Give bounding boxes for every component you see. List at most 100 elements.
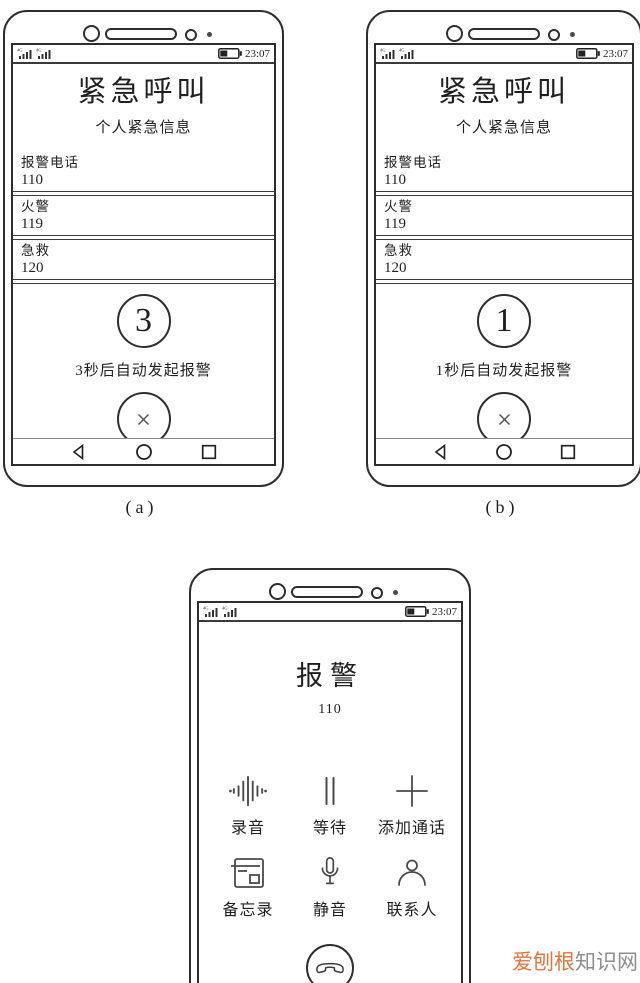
list-item[interactable]: 火警 119 bbox=[376, 196, 632, 240]
field-label: 火警 bbox=[384, 199, 413, 214]
page-subtitle: 个人紧急信息 bbox=[455, 120, 552, 136]
action-label: 静音 bbox=[312, 902, 347, 919]
divider bbox=[13, 192, 274, 196]
hang-up-handset-icon bbox=[316, 962, 344, 973]
watermark-highlight: 爱刨根 bbox=[512, 951, 575, 974]
android-nav-bar bbox=[13, 438, 274, 464]
signal-strength-icon: 4G bbox=[203, 606, 218, 617]
earpiece-speaker bbox=[105, 28, 177, 40]
screen-b: 4G 4G 23:07 bbox=[374, 43, 634, 466]
sensor-icon bbox=[185, 29, 197, 41]
battery-icon bbox=[404, 606, 429, 617]
home-circle-icon bbox=[496, 443, 512, 460]
list-item[interactable]: 急救 120 bbox=[13, 240, 274, 284]
signal-strength-icon: 4G bbox=[222, 606, 237, 617]
svg-text:4G: 4G bbox=[380, 48, 386, 53]
watermark-rest: 知识网 bbox=[575, 951, 638, 974]
front-camera-icon bbox=[269, 583, 286, 600]
back-triangle-icon bbox=[72, 443, 84, 460]
hold-icon bbox=[320, 773, 340, 809]
hang-up-button[interactable] bbox=[306, 944, 354, 983]
record-button[interactable]: 录音 bbox=[207, 773, 289, 838]
hold-button[interactable]: 等待 bbox=[289, 773, 371, 838]
panel-label-b: (b) bbox=[485, 497, 519, 517]
earpiece-speaker bbox=[291, 586, 363, 598]
front-camera-icon bbox=[446, 25, 463, 42]
android-nav-bar bbox=[376, 438, 632, 464]
battery-icon bbox=[575, 48, 600, 59]
panel-label-a: (a) bbox=[125, 497, 158, 517]
divider bbox=[13, 280, 274, 284]
divider bbox=[13, 236, 274, 240]
list-item[interactable]: 报警电话 110 bbox=[13, 152, 274, 196]
contacts-icon bbox=[395, 855, 429, 891]
field-label: 急救 bbox=[384, 243, 413, 258]
mute-button[interactable]: 静音 bbox=[289, 855, 371, 920]
clock-text: 23:07 bbox=[602, 47, 628, 60]
countdown-circle: 3 bbox=[116, 294, 171, 348]
action-label: 等待 bbox=[312, 820, 347, 837]
home-button[interactable] bbox=[496, 443, 513, 460]
countdown-value: 3 bbox=[135, 302, 152, 339]
recents-square-icon bbox=[560, 444, 576, 459]
add-call-button[interactable]: 添加通话 bbox=[371, 773, 453, 838]
back-triangle-icon bbox=[434, 443, 446, 460]
field-number: 120 bbox=[384, 260, 407, 276]
page-subtitle: 个人紧急信息 bbox=[95, 120, 192, 136]
countdown-value: 1 bbox=[495, 302, 513, 339]
sensor-icon bbox=[371, 587, 383, 599]
countdown-caption: 3秒后自动发起报警 bbox=[75, 363, 212, 379]
recents-button[interactable] bbox=[201, 444, 216, 459]
svg-text:4G: 4G bbox=[36, 48, 42, 53]
led-dot-icon bbox=[570, 32, 575, 37]
memo-icon bbox=[230, 855, 267, 891]
divider bbox=[376, 280, 632, 284]
status-bar: 4G 4G 23:07 bbox=[13, 45, 274, 64]
divider bbox=[376, 236, 632, 240]
signal-strength-icon: 4G bbox=[17, 48, 32, 59]
list-item[interactable]: 急救 120 bbox=[376, 240, 632, 284]
screen-a: 4G 4G 23:07 bbox=[11, 43, 276, 466]
front-camera-icon bbox=[83, 25, 100, 42]
contacts-button[interactable]: 联系人 bbox=[371, 855, 453, 920]
field-label: 报警电话 bbox=[384, 155, 442, 170]
action-label: 联系人 bbox=[386, 902, 438, 919]
recents-button[interactable] bbox=[560, 444, 576, 459]
led-dot-icon bbox=[393, 590, 398, 595]
action-label: 备忘录 bbox=[222, 902, 274, 919]
back-button[interactable] bbox=[434, 443, 447, 460]
home-circle-icon bbox=[135, 443, 152, 460]
clock-text: 23:07 bbox=[244, 47, 270, 60]
emergency-number-list: 报警电话 110 火警 119 急救 120 bbox=[376, 152, 632, 284]
svg-text:4G: 4G bbox=[203, 606, 209, 611]
watermark: 爱刨根知识网 bbox=[512, 946, 638, 976]
svg-text:4G: 4G bbox=[399, 48, 405, 53]
home-button[interactable] bbox=[135, 443, 152, 460]
field-number: 120 bbox=[21, 260, 44, 276]
close-icon bbox=[137, 413, 150, 425]
list-item[interactable]: 报警电话 110 bbox=[376, 152, 632, 196]
page-title: 紧急呼叫 bbox=[437, 76, 570, 108]
call-action-grid: 录音 等待 bbox=[199, 773, 461, 920]
mute-mic-icon bbox=[316, 855, 344, 891]
battery-icon bbox=[217, 48, 242, 59]
back-button[interactable] bbox=[72, 443, 85, 460]
field-label: 报警电话 bbox=[21, 155, 79, 170]
close-icon bbox=[498, 413, 510, 425]
signal-strength-icon: 4G bbox=[399, 48, 414, 59]
led-dot-icon bbox=[207, 32, 212, 37]
earpiece-speaker bbox=[468, 28, 540, 40]
countdown-circle: 1 bbox=[477, 294, 531, 348]
call-title: 报警 bbox=[296, 661, 364, 691]
field-label: 急救 bbox=[21, 243, 50, 258]
field-number: 119 bbox=[21, 216, 43, 232]
divider bbox=[376, 192, 632, 196]
list-item[interactable]: 火警 119 bbox=[13, 196, 274, 240]
field-number: 110 bbox=[21, 172, 43, 188]
clock-text: 23:07 bbox=[431, 605, 457, 618]
memo-button[interactable]: 备忘录 bbox=[207, 855, 289, 920]
field-number: 119 bbox=[384, 216, 406, 232]
signal-strength-icon: 4G bbox=[36, 48, 51, 59]
countdown-caption: 1秒后自动发起报警 bbox=[435, 363, 573, 379]
